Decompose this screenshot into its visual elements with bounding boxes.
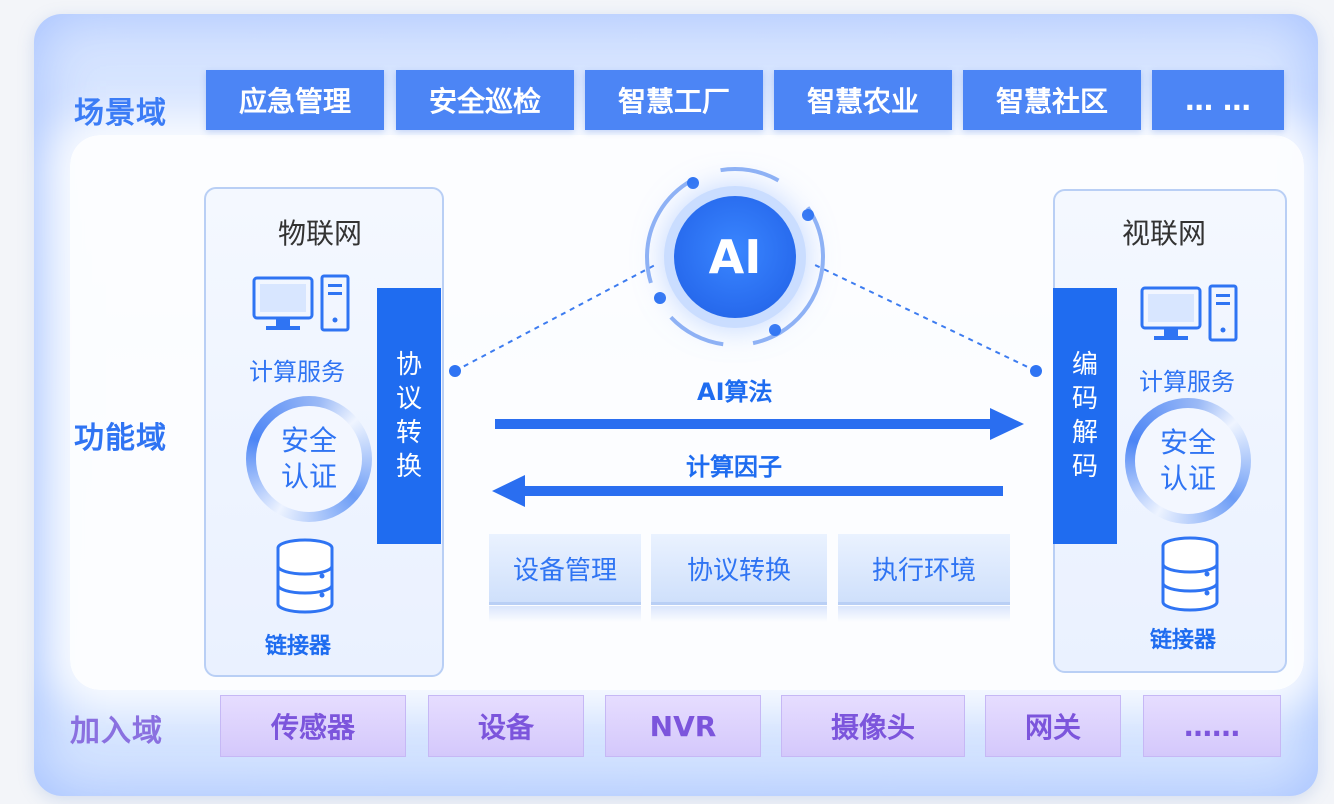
video-security-ring: 安全 认证 xyxy=(1125,398,1251,524)
database-icon xyxy=(276,538,334,614)
bar-char: 编 xyxy=(1071,350,1098,380)
iot-compute-service: 计算服务 xyxy=(249,358,345,386)
bar-char: 码 xyxy=(1071,384,1098,414)
box-reflection xyxy=(651,606,827,622)
box-reflection xyxy=(838,606,1010,622)
video-network-title: 视联网 xyxy=(1122,217,1207,250)
bar-char: 解 xyxy=(1071,418,1098,448)
scene-smart-factory[interactable]: 智慧工厂 xyxy=(585,70,763,130)
scene-safety-inspection[interactable]: 安全巡检 xyxy=(396,70,574,130)
iot-panel-title: 物联网 xyxy=(278,217,363,250)
iot-security-auth: 安全 认证 xyxy=(256,406,362,512)
video-auth-line1: 安全 xyxy=(1159,426,1216,459)
bar-char: 码 xyxy=(1071,452,1098,482)
video-security-auth: 安全 认证 xyxy=(1135,408,1241,514)
access-gateway[interactable]: 网关 xyxy=(985,695,1121,757)
iot-connector: 链接器 xyxy=(265,634,332,659)
protocol-conversion-box: 协议转换 xyxy=(651,534,827,605)
access-sensor[interactable]: 传感器 xyxy=(220,695,406,757)
scene-domain-label: 场景域 xyxy=(74,96,167,131)
ai-core: AI xyxy=(674,196,796,318)
bar-char: 协 xyxy=(395,350,422,380)
function-domain-label: 功能域 xyxy=(74,421,167,456)
computer-icon xyxy=(252,274,350,332)
access-nvr[interactable]: NVR xyxy=(605,695,761,757)
device-management-box: 设备管理 xyxy=(489,534,641,605)
ai-algorithm-label: AI算法 xyxy=(697,378,773,406)
access-camera[interactable]: 摄像头 xyxy=(781,695,965,757)
scene-smart-agriculture[interactable]: 智慧农业 xyxy=(774,70,952,130)
bar-char: 转 xyxy=(395,418,422,448)
scene-emergency-management[interactable]: 应急管理 xyxy=(206,70,384,130)
access-device[interactable]: 设备 xyxy=(428,695,584,757)
codec-bar: 编 码 解 码 xyxy=(1053,288,1117,544)
database-icon xyxy=(1161,536,1219,612)
access-more[interactable]: …… xyxy=(1143,695,1281,757)
access-domain-label: 加入域 xyxy=(70,714,163,749)
video-connector: 链接器 xyxy=(1150,628,1217,653)
iot-security-ring: 安全 认证 xyxy=(246,396,372,522)
runtime-environment-box: 执行环境 xyxy=(838,534,1010,605)
bar-char: 换 xyxy=(395,452,422,482)
bar-char: 议 xyxy=(395,384,422,414)
computer-icon xyxy=(1140,284,1238,342)
scene-more[interactable]: … … xyxy=(1152,70,1284,130)
video-auth-line2: 认证 xyxy=(1159,462,1216,495)
protocol-conversion-bar: 协 议 转 换 xyxy=(377,288,441,544)
box-reflection xyxy=(489,606,641,622)
video-compute-service: 计算服务 xyxy=(1139,368,1235,396)
iot-auth-line2: 认证 xyxy=(280,460,337,493)
iot-auth-line1: 安全 xyxy=(280,424,337,457)
compute-factor-label: 计算因子 xyxy=(686,453,782,481)
scene-smart-community[interactable]: 智慧社区 xyxy=(963,70,1141,130)
